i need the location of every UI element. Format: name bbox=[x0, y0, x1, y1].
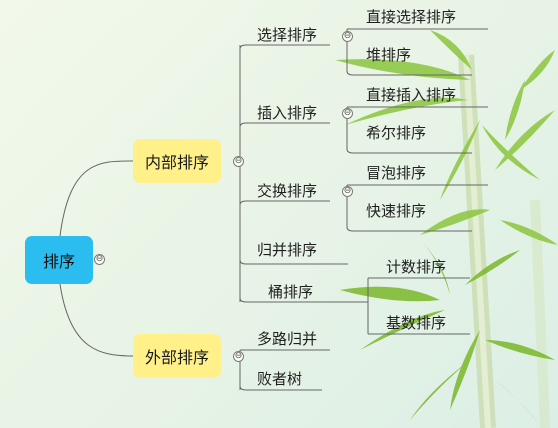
underline-loser-tree bbox=[239, 385, 322, 391]
node-direct-selection-sort[interactable]: 直接选择排序 bbox=[366, 8, 457, 26]
node-merge-sort[interactable]: 归并排序 bbox=[257, 241, 318, 259]
level3-underline-bottom-2 bbox=[346, 226, 472, 232]
node-multiway-merge[interactable]: 多路归并 bbox=[257, 330, 318, 348]
node-direct-insertion-sort[interactable]: 直接插入排序 bbox=[366, 86, 457, 104]
root-to-internal-connector bbox=[59, 160, 134, 237]
node-loser-tree[interactable]: 败者树 bbox=[257, 370, 303, 388]
branch-internal-sort[interactable]: 内部排序 bbox=[133, 139, 221, 183]
bamboo-decoration bbox=[335, 30, 558, 428]
branch-label: 内部排序 bbox=[144, 153, 209, 172]
node-radix-sort[interactable]: 基数排序 bbox=[386, 314, 447, 332]
collapse-toggle-icon[interactable]: ⊖ bbox=[342, 108, 353, 119]
underline-selection-sort bbox=[239, 44, 330, 50]
level3-underline-bottom-0 bbox=[346, 70, 472, 76]
node-quick-sort[interactable]: 快速排序 bbox=[366, 202, 427, 220]
level3-underline-bottom-1 bbox=[346, 148, 472, 154]
underline-bucket-sort bbox=[239, 297, 368, 303]
underline-insertion-sort bbox=[239, 122, 330, 128]
node-heap-sort[interactable]: 堆排序 bbox=[366, 46, 412, 64]
node-selection-sort[interactable]: 选择排序 bbox=[257, 26, 318, 44]
collapse-toggle-icon[interactable]: ⊖ bbox=[342, 186, 353, 197]
collapse-toggle-icon[interactable]: ⊖ bbox=[233, 351, 244, 362]
underline-exchange-sort bbox=[239, 200, 330, 206]
node-insertion-sort[interactable]: 插入排序 bbox=[257, 104, 318, 122]
node-exchange-sort[interactable]: 交换排序 bbox=[257, 182, 318, 200]
node-shell-sort[interactable]: 希尔排序 bbox=[366, 124, 427, 142]
collapse-toggle-icon[interactable]: ⊖ bbox=[342, 31, 353, 42]
root-label: 排序 bbox=[42, 252, 75, 271]
node-counting-sort[interactable]: 计数排序 bbox=[386, 258, 447, 276]
branch-label: 外部排序 bbox=[144, 348, 209, 367]
node-bucket-sort[interactable]: 桶排序 bbox=[268, 283, 314, 301]
branch-external-sort[interactable]: 外部排序 bbox=[133, 334, 221, 378]
root-to-external-connector bbox=[59, 283, 134, 357]
underline-merge-sort bbox=[239, 259, 348, 265]
node-bubble-sort[interactable]: 冒泡排序 bbox=[366, 164, 427, 182]
collapse-toggle-icon[interactable]: ⊖ bbox=[233, 156, 244, 167]
collapse-toggle-icon[interactable]: ⊖ bbox=[94, 254, 105, 265]
root-node[interactable]: 排序 bbox=[25, 236, 93, 284]
